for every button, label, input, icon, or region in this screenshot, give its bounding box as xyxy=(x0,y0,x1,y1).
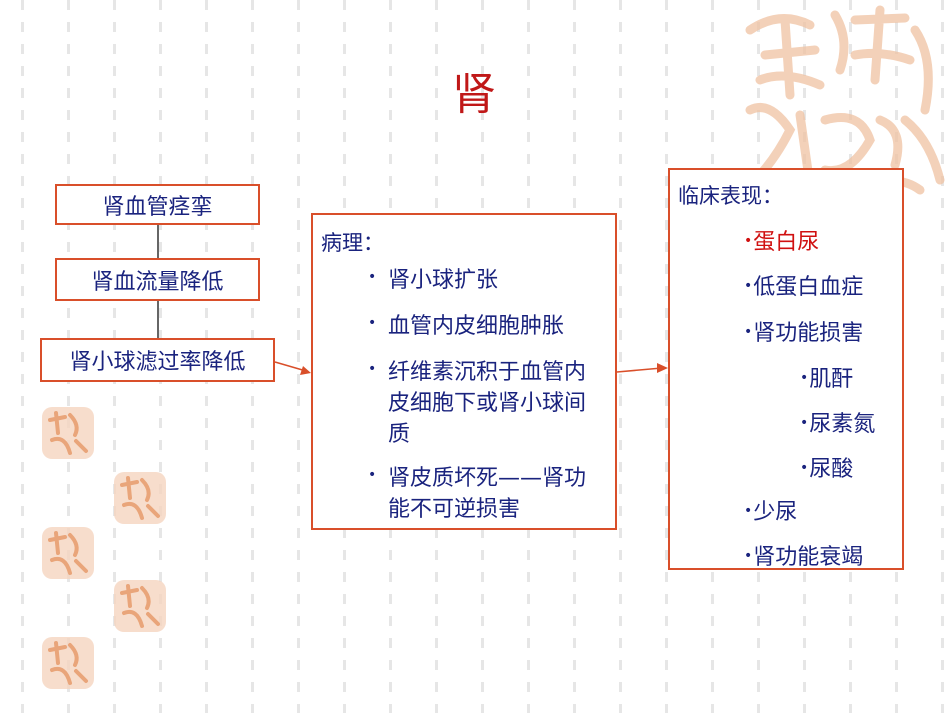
decorative-seal-small xyxy=(42,637,94,689)
pathology-box: 病理： • 肾小球扩张 • 血管内皮细胞肿胀 • 纤维素沉积于血管内皮细胞下或肾… xyxy=(311,213,617,530)
clinical-item: •蛋白尿 xyxy=(744,224,819,256)
pathology-item: • 血管内皮细胞肿胀 xyxy=(368,311,608,342)
chain-box-vasospasm: 肾血管痉挛 xyxy=(55,184,260,225)
bullet-icon: • xyxy=(368,315,377,331)
bullet-icon: • xyxy=(744,324,753,340)
clinical-item: •肾功能衰竭 xyxy=(744,539,863,571)
bullet-icon: • xyxy=(800,460,809,476)
chain-box-gfr: 肾小球滤过率降低 xyxy=(40,338,275,382)
decorative-seal-small xyxy=(114,472,166,524)
pathology-item-text: 肾皮质坏死——肾功能不可逆损害 xyxy=(388,466,587,522)
bullet-icon: • xyxy=(744,503,753,519)
clinical-heading: 临床表现： xyxy=(678,184,783,208)
pathology-heading: 病理： xyxy=(321,231,384,255)
bullet-icon: • xyxy=(744,233,753,249)
clinical-sub-item: •肌酐 xyxy=(800,361,853,393)
clinical-item-text: 少尿 xyxy=(753,500,798,525)
clinical-item-text: 蛋白尿 xyxy=(753,230,820,255)
clinical-sub-item: •尿素氮 xyxy=(800,406,875,438)
bullet-icon: • xyxy=(800,370,809,386)
chain-box-blood-flow: 肾血流量降低 xyxy=(55,258,260,301)
pathology-item: • 肾皮质坏死——肾功能不可逆损害 xyxy=(368,463,603,525)
clinical-item-text: 肾功能损害 xyxy=(753,321,864,346)
clinical-item-text: 尿素氮 xyxy=(809,412,876,437)
decorative-seal-small xyxy=(114,580,166,632)
bullet-icon: • xyxy=(368,269,377,285)
pathology-item-text: 血管内皮细胞肿胀 xyxy=(388,314,565,339)
clinical-item: •少尿 xyxy=(744,494,797,526)
chain-box-label: 肾血管痉挛 xyxy=(102,194,213,220)
pathology-item: • 纤维素沉积于血管内皮细胞下或肾小球间质 xyxy=(368,357,603,450)
clinical-item-text: 肌酐 xyxy=(809,367,854,392)
bullet-icon: • xyxy=(800,415,809,431)
pathology-item-text: 肾小球扩张 xyxy=(388,268,499,293)
bullet-icon: • xyxy=(744,548,753,564)
clinical-box: 临床表现： •蛋白尿 •低蛋白血症 •肾功能损害 •肌酐 •尿素氮 •尿酸 •少… xyxy=(668,168,904,570)
clinical-item-text: 低蛋白血症 xyxy=(753,275,864,300)
bullet-icon: • xyxy=(368,467,377,483)
pathology-item: • 肾小球扩张 xyxy=(368,265,608,296)
clinical-sub-item: •尿酸 xyxy=(800,451,853,483)
pathology-item-text: 纤维素沉积于血管内皮细胞下或肾小球间质 xyxy=(388,360,587,447)
clinical-item: •低蛋白血症 xyxy=(744,269,863,301)
clinical-item-text: 尿酸 xyxy=(809,457,854,482)
chain-box-label: 肾血流量降低 xyxy=(91,269,224,295)
clinical-item-text: 肾功能衰竭 xyxy=(753,545,864,570)
slide-title: 肾 xyxy=(452,69,498,120)
decorative-seal-small xyxy=(42,407,94,459)
bullet-icon: • xyxy=(744,278,753,294)
decorative-seal-large xyxy=(745,5,945,195)
chain-box-label: 肾小球滤过率降低 xyxy=(69,350,246,375)
clinical-item: •肾功能损害 xyxy=(744,315,863,347)
decorative-seal-small xyxy=(42,527,94,579)
bullet-icon: • xyxy=(368,361,377,377)
